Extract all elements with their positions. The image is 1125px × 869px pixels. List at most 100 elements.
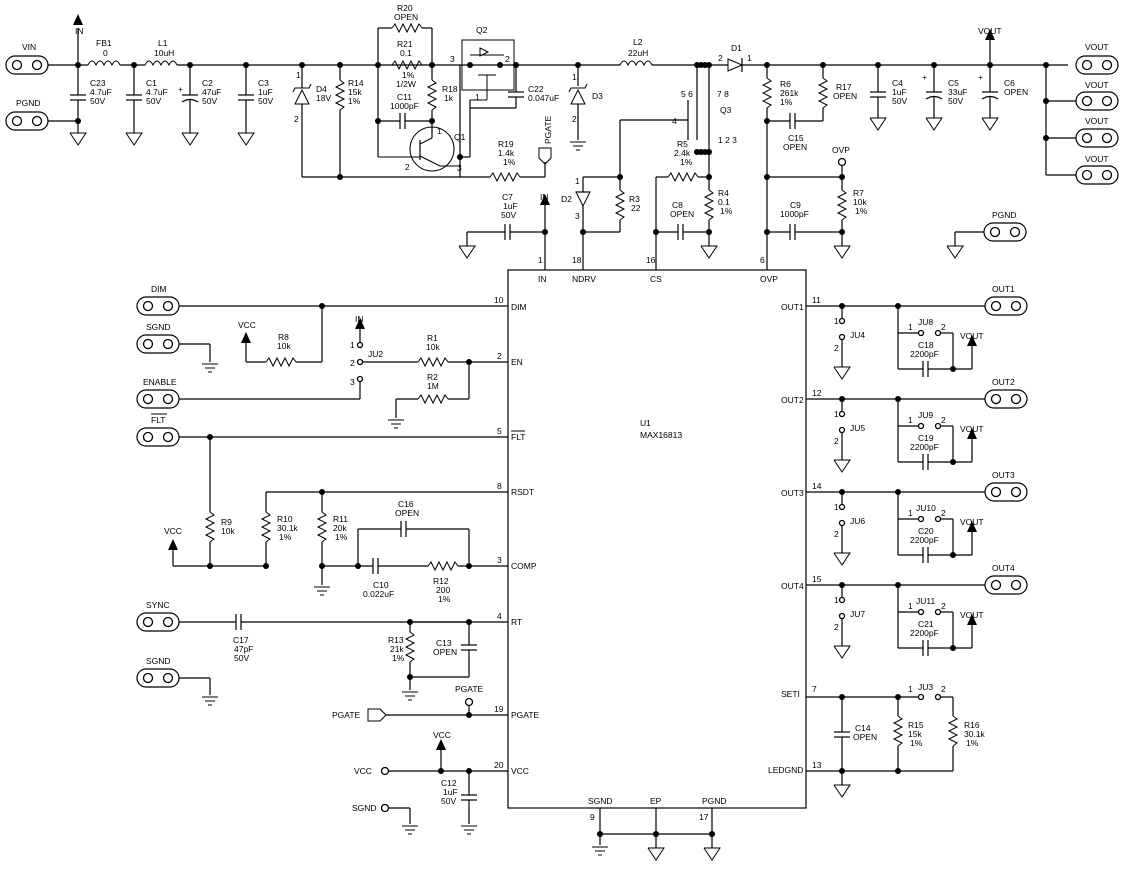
out2-label: OUT2 xyxy=(992,377,1015,387)
ju7-n1: 1 xyxy=(834,595,839,605)
pin-flt-label: FLT xyxy=(511,432,525,442)
r18-val: 1k xyxy=(444,93,454,103)
pin-dim-num: 10 xyxy=(494,295,504,305)
r11-tol: 1% xyxy=(335,532,348,542)
c2-v: 50V xyxy=(202,96,217,106)
out1-label: OUT1 xyxy=(992,284,1015,294)
r14-ref: R14 xyxy=(348,78,364,88)
ju11-ref: JU11 xyxy=(916,596,935,606)
sgnd2-connector[interactable] xyxy=(136,668,180,688)
r9-ref: R9 xyxy=(221,517,232,527)
dim-connector[interactable] xyxy=(136,296,180,316)
c19-ref: C19 xyxy=(918,433,934,443)
vout-connector-3[interactable] xyxy=(1075,128,1119,148)
pin-out3-num: 14 xyxy=(812,481,822,491)
r14-val: 15k xyxy=(348,87,362,97)
c15-ref: C15 xyxy=(788,133,804,143)
ju4-n2: 2 xyxy=(834,343,839,353)
q3-pins-78: 7 8 xyxy=(717,89,729,99)
pin-comp-num: 3 xyxy=(497,555,502,565)
r15-ref: R15 xyxy=(908,720,924,730)
sync-label: SYNC xyxy=(146,600,170,610)
pin-out4-num: 15 xyxy=(812,574,822,584)
c6-ref: C6 xyxy=(1004,78,1015,88)
r7-val: 10k xyxy=(853,197,867,207)
sgnd1-connector[interactable] xyxy=(136,334,180,354)
c11-val: 1000pF xyxy=(390,101,419,111)
c17-val: 47pF xyxy=(234,644,253,654)
svg-text:1: 1 xyxy=(437,126,442,136)
q1-ref: Q1 xyxy=(454,132,466,142)
pin-ndrv-label: NDRV xyxy=(572,274,596,284)
flt-connector[interactable] xyxy=(136,427,180,447)
enable-connector[interactable] xyxy=(136,389,180,409)
ju3-ref: JU3 xyxy=(918,682,933,692)
c10-ref: C10 xyxy=(373,580,389,590)
c3-v: 50V xyxy=(258,96,273,106)
pin-in-num: 1 xyxy=(538,255,543,265)
r12-val: 200 xyxy=(436,585,450,595)
ju4-n1: 1 xyxy=(834,316,839,326)
q3-ref: Q3 xyxy=(720,105,732,115)
enable-label: ENABLE xyxy=(143,377,177,387)
out4-connector[interactable] xyxy=(984,575,1028,595)
ju5-n2: 2 xyxy=(834,436,839,446)
vout-connector-1[interactable] xyxy=(1075,55,1119,75)
r21-val: 0.1 xyxy=(400,48,412,58)
sgnd-tp-label: SGND xyxy=(352,803,377,813)
svg-text:+: + xyxy=(178,84,183,94)
r12-ref: R12 xyxy=(433,576,449,586)
pin-ovp-num: 6 xyxy=(760,255,765,265)
ju10-n1: 1 xyxy=(908,508,913,518)
c14-ref: C14 xyxy=(855,723,871,733)
ju7-n2: 2 xyxy=(834,622,839,632)
pin-ledgnd-num: 13 xyxy=(812,760,822,770)
c21-val: 2200pF xyxy=(910,628,939,638)
r13-tol: 1% xyxy=(392,653,405,663)
r17-ref: R17 xyxy=(836,82,852,92)
pin-ledgnd-label: LEDGND xyxy=(768,765,803,775)
pgate-test-label: PGATE xyxy=(455,684,484,694)
pgate-port[interactable] xyxy=(367,708,387,722)
pin-out3-label: OUT3 xyxy=(781,488,804,498)
vout-connector-4[interactable] xyxy=(1075,165,1119,185)
sync-connector[interactable] xyxy=(136,612,180,632)
r19-ref: R19 xyxy=(498,139,514,149)
c12-v: 50V xyxy=(441,796,456,806)
c23-ref: C23 xyxy=(90,78,106,88)
r16-val: 30.1k xyxy=(964,729,986,739)
r5-tol: 1% xyxy=(680,157,693,167)
vcc-net-c12: VCC xyxy=(433,730,451,740)
out2-connector[interactable] xyxy=(984,389,1028,409)
pgnd-mid-connector[interactable] xyxy=(983,222,1027,242)
r11-val: 20k xyxy=(333,523,347,533)
pin-ndrv-num: 18 xyxy=(572,255,582,265)
c2-val: 47uF xyxy=(202,87,221,97)
r4-val: 0.1 xyxy=(718,197,730,207)
ic-part: MAX16813 xyxy=(640,430,682,440)
out1-connector[interactable] xyxy=(984,296,1028,316)
svg-text:2: 2 xyxy=(405,162,410,172)
c7-v: 50V xyxy=(501,210,516,220)
net-in-pin-label: IN xyxy=(540,192,549,202)
vcc-net-r8: VCC xyxy=(238,320,256,330)
in-net-ju2: IN xyxy=(355,314,364,324)
c12-val: 1uF xyxy=(443,787,458,797)
ju2-ref: JU2 xyxy=(368,349,383,359)
sgnd2-label: SGND xyxy=(146,656,171,666)
c19-val: 2200pF xyxy=(910,442,939,452)
fb1-symbol xyxy=(87,60,121,67)
pin-in-label: IN xyxy=(538,274,547,284)
vout-label-2: VOUT xyxy=(1085,80,1109,90)
pin-out1-num: 11 xyxy=(812,295,821,305)
out3-connector[interactable] xyxy=(984,482,1028,502)
r20-ref: R20 xyxy=(397,3,413,13)
c16-ref: C16 xyxy=(398,499,414,509)
c6-val: OPEN xyxy=(1004,87,1028,97)
vout-connector-2[interactable] xyxy=(1075,91,1119,111)
svg-text:1: 1 xyxy=(572,72,577,82)
c8-ref: C8 xyxy=(672,200,683,210)
ju8-ref: JU8 xyxy=(918,317,933,327)
pgnd-in-label: PGND xyxy=(16,98,41,108)
c20-val: 2200pF xyxy=(910,535,939,545)
